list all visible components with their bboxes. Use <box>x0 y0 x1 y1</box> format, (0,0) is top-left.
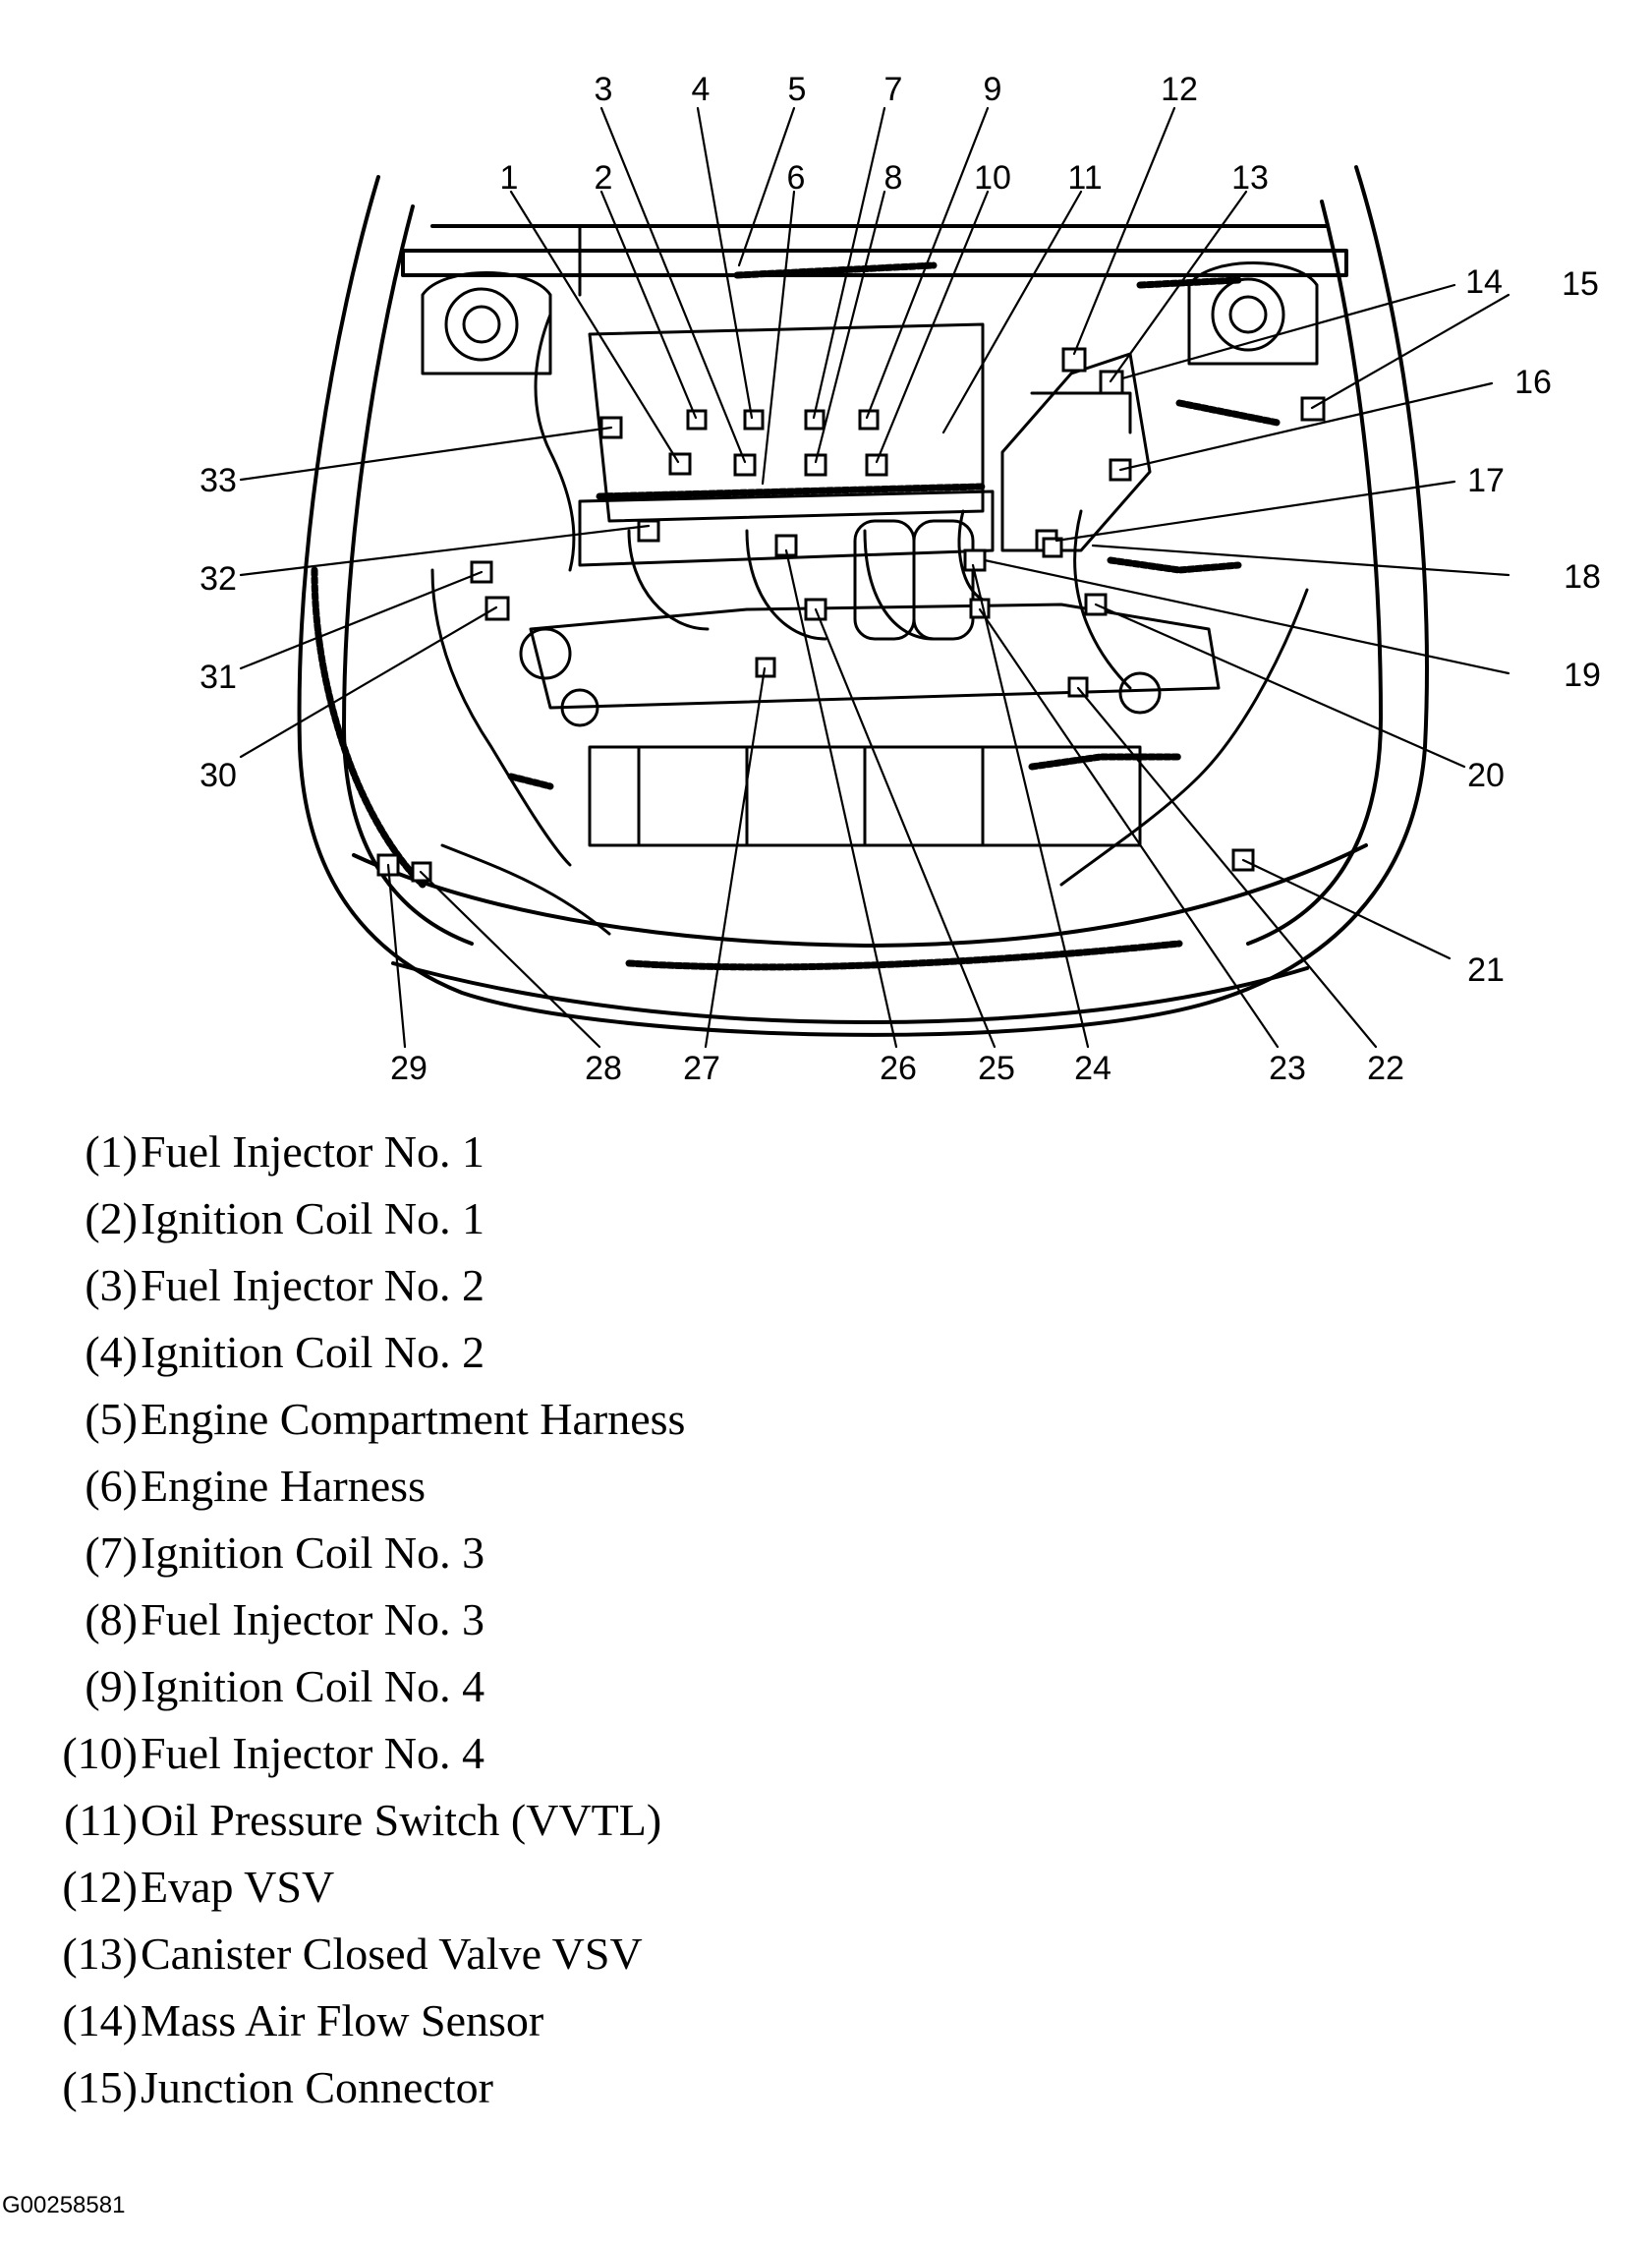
callout-5: 5 <box>788 71 807 108</box>
legend-item: (5) Engine Compartment Harness <box>0 1393 1652 1460</box>
legend-item: (12) Evap VSV <box>0 1861 1652 1928</box>
legend-item: (15) Junction Connector <box>0 2061 1652 2128</box>
legend-number: (15) <box>62 2062 138 2112</box>
legend-label: Fuel Injector No. 3 <box>141 1594 485 1644</box>
legend-number: (11) <box>64 1795 138 1845</box>
callout-13: 13 <box>1231 159 1269 197</box>
legend-item: (2) Ignition Coil No. 1 <box>0 1192 1652 1259</box>
legend-number: (1) <box>85 1126 138 1177</box>
callout-9: 9 <box>984 71 1002 108</box>
legend-item: (10) Fuel Injector No. 4 <box>0 1727 1652 1794</box>
callout-1: 1 <box>500 159 519 197</box>
legend-number: (12) <box>62 1862 138 1912</box>
legend-number: (4) <box>85 1327 138 1377</box>
callout-10: 10 <box>974 159 1011 197</box>
legend-item: (4) Ignition Coil No. 2 <box>0 1326 1652 1393</box>
legend-number: (2) <box>85 1193 138 1243</box>
callout-8: 8 <box>884 159 903 197</box>
callout-2: 2 <box>595 159 613 197</box>
legend-number: (10) <box>62 1728 138 1778</box>
callout-20: 20 <box>1467 757 1505 794</box>
legend-number: (9) <box>85 1661 138 1711</box>
figure-id: G00258581 <box>2 2192 126 2218</box>
legend-item: (3) Fuel Injector No. 2 <box>0 1259 1652 1326</box>
legend-item: (6) Engine Harness <box>0 1460 1652 1526</box>
callout-11: 11 <box>1067 159 1102 197</box>
callout-21: 21 <box>1467 951 1505 989</box>
engine-compartment-diagram: 1 2 3 4 5 6 7 8 9 10 11 12 13 14 15 16 1… <box>0 0 1652 1106</box>
legend-label: Fuel Injector No. 1 <box>141 1126 485 1177</box>
legend-number: (3) <box>85 1260 138 1310</box>
legend-number: (13) <box>62 1928 138 1979</box>
engine-block <box>519 322 1221 847</box>
legend-label: Canister Closed Valve VSV <box>141 1928 643 1979</box>
legend-item: (7) Ignition Coil No. 3 <box>0 1526 1652 1593</box>
legend-item: (13) Canister Closed Valve VSV <box>0 1928 1652 1994</box>
callout-29: 29 <box>390 1050 427 1087</box>
legend-item: (11) Oil Pressure Switch (VVTL) <box>0 1794 1652 1861</box>
callout-24: 24 <box>1074 1050 1111 1087</box>
callout-28: 28 <box>585 1050 622 1087</box>
legend-number: (6) <box>85 1461 138 1511</box>
callout-25: 25 <box>978 1050 1015 1087</box>
callout-32: 32 <box>199 560 237 598</box>
legend-item: (9) Ignition Coil No. 4 <box>0 1660 1652 1727</box>
callout-22: 22 <box>1367 1050 1404 1087</box>
callout-leader-lines <box>239 106 1510 1049</box>
wiring-harness <box>311 224 1309 971</box>
legend-label: Junction Connector <box>141 2062 493 2112</box>
legend-label: Ignition Coil No. 1 <box>141 1193 485 1243</box>
callout-17: 17 <box>1467 462 1505 499</box>
legend-label: Evap VSV <box>141 1862 335 1912</box>
callout-23: 23 <box>1269 1050 1306 1087</box>
callout-3: 3 <box>595 71 613 108</box>
legend-label: Ignition Coil No. 3 <box>141 1527 485 1578</box>
callout-26: 26 <box>880 1050 917 1087</box>
legend-item: (14) Mass Air Flow Sensor <box>0 1994 1652 2061</box>
legend-number: (5) <box>85 1394 138 1444</box>
connectors <box>376 347 1326 883</box>
legend-label: Ignition Coil No. 4 <box>141 1661 485 1711</box>
legend-label: Engine Compartment Harness <box>141 1394 686 1444</box>
callout-4: 4 <box>692 71 711 108</box>
callout-15: 15 <box>1562 265 1599 303</box>
callout-18: 18 <box>1564 558 1601 596</box>
callout-30: 30 <box>199 757 237 794</box>
engine-compartment-illustration: 1 2 3 4 5 6 7 8 9 10 11 12 13 14 15 16 1… <box>199 71 1601 1087</box>
legend-label: Oil Pressure Switch (VVTL) <box>141 1795 662 1845</box>
callout-33: 33 <box>199 462 237 499</box>
legend-label: Ignition Coil No. 2 <box>141 1327 485 1377</box>
legend-number: (8) <box>85 1594 138 1644</box>
callout-14: 14 <box>1465 263 1503 301</box>
callout-31: 31 <box>199 659 237 696</box>
legend-label: Mass Air Flow Sensor <box>141 1995 544 2045</box>
legend-label: Fuel Injector No. 2 <box>141 1260 485 1310</box>
legend-label: Fuel Injector No. 4 <box>141 1728 485 1778</box>
callout-7: 7 <box>884 71 903 108</box>
callout-12: 12 <box>1161 71 1198 108</box>
legend-number: (7) <box>85 1527 138 1578</box>
legend-label: Engine Harness <box>141 1461 426 1511</box>
callout-27: 27 <box>683 1050 720 1087</box>
strut-towers <box>421 261 1319 375</box>
legend-item: (1) Fuel Injector No. 1 <box>0 1125 1652 1192</box>
legend-number: (14) <box>62 1995 138 2045</box>
callout-6: 6 <box>787 159 806 197</box>
legend-item: (8) Fuel Injector No. 3 <box>0 1593 1652 1660</box>
callout-19: 19 <box>1564 657 1601 694</box>
vehicle-body-outline <box>297 165 1429 1037</box>
callout-16: 16 <box>1514 364 1552 401</box>
callout-numbers: 1 2 3 4 5 6 7 8 9 10 11 12 13 14 15 16 1… <box>199 71 1601 1087</box>
